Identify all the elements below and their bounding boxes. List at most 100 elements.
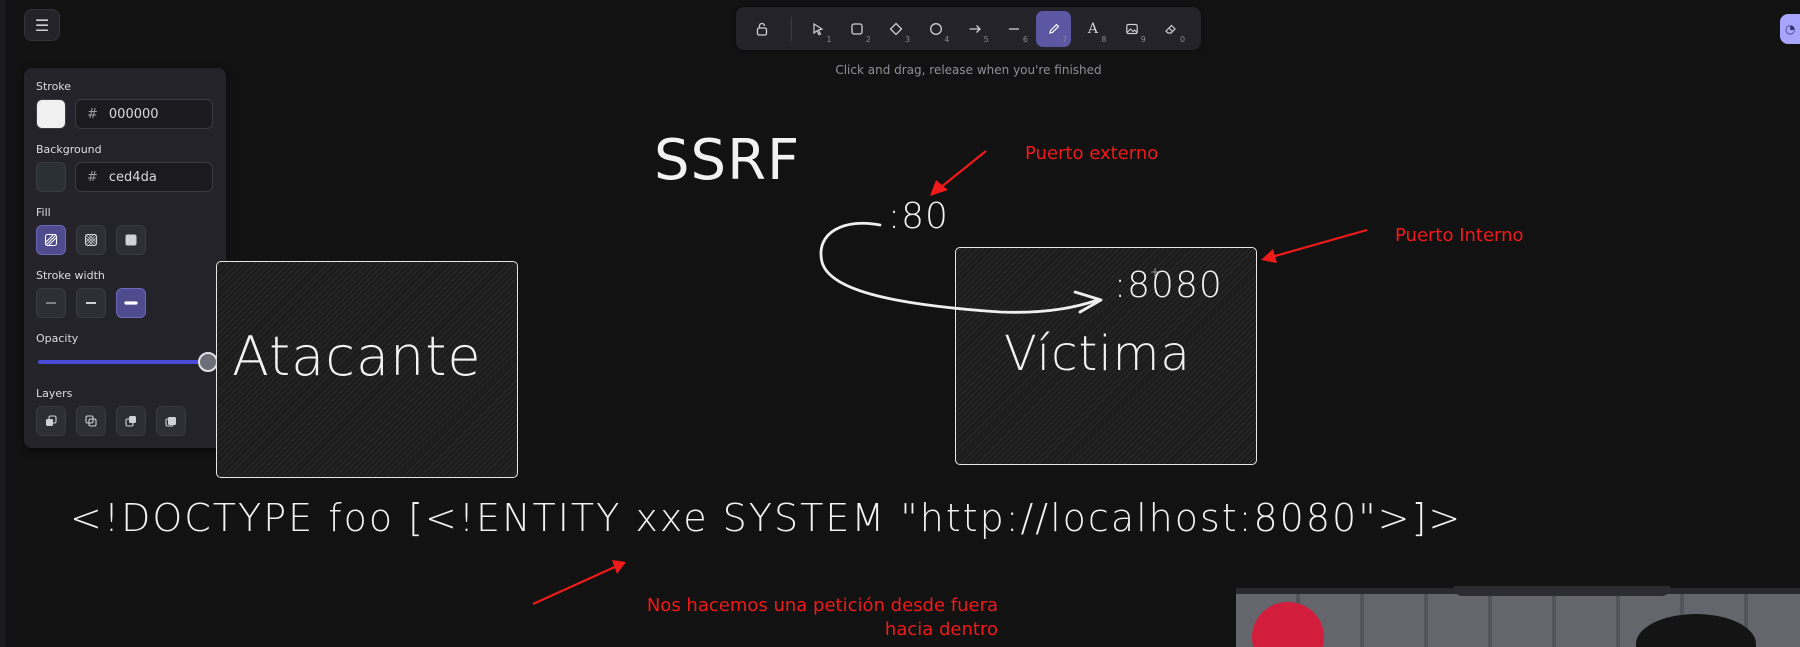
background-label: Background	[36, 143, 102, 156]
stroke-label: Stroke	[36, 80, 72, 93]
lock-icon	[756, 22, 767, 36]
tool-line[interactable]: 6	[997, 11, 1032, 47]
xxe-payload-text[interactable]: <!DOCTYPE foo [<!ENTITY xxe SYSTEM "http…	[70, 496, 1463, 540]
red-arrowhead-external	[930, 180, 948, 196]
background-hex-value: ced4da	[108, 169, 157, 185]
pointer-icon	[813, 22, 824, 35]
tool-ellipse[interactable]: 4	[918, 11, 953, 47]
cursor-marker: +	[1150, 265, 1160, 279]
tool-shortcut: 5	[983, 34, 989, 44]
attacker-box[interactable]	[216, 261, 518, 478]
fill-solid-button[interactable]	[116, 225, 146, 255]
text-icon: A	[1087, 20, 1098, 37]
line-icon	[1009, 27, 1020, 30]
eraser-icon	[1165, 24, 1177, 34]
fill-hachure-button[interactable]	[36, 225, 66, 255]
send-to-back-icon	[46, 415, 57, 426]
cross-hatch-icon	[84, 233, 98, 247]
opacity-label: Opacity	[36, 332, 79, 345]
solid-fill-icon	[125, 234, 137, 246]
send-backward-button[interactable]	[76, 406, 106, 436]
tool-hint: Click and drag, release when you're fini…	[835, 63, 1102, 77]
fill-label: Fill	[36, 206, 51, 219]
hash-symbol: #	[87, 106, 98, 122]
hash-symbol: #	[87, 169, 98, 185]
external-port-label[interactable]: :80	[888, 196, 949, 237]
extra-bold-line-icon	[124, 301, 138, 305]
tool-shortcut: 9	[1140, 34, 1146, 44]
tool-image[interactable]: 9	[1115, 11, 1150, 47]
title-ssrf[interactable]: SSRF	[654, 128, 801, 193]
stroke-color-swatch[interactable]	[36, 99, 66, 129]
stroke-hex-input[interactable]: # 000000	[75, 99, 213, 129]
main-menu-button[interactable]: ☰	[24, 9, 60, 41]
stroke-hex-value: 000000	[108, 106, 159, 122]
thin-line-icon	[46, 302, 56, 304]
bring-forward-icon	[125, 416, 136, 427]
pencil-icon	[1048, 23, 1059, 34]
send-to-back-button[interactable]	[36, 406, 66, 436]
bring-forward-button[interactable]	[116, 406, 146, 436]
red-arrow-internal	[1267, 228, 1368, 260]
stroke-width-thin-button[interactable]	[36, 288, 66, 318]
arrow-icon	[969, 24, 981, 33]
shapes-toolbar: 1 2 3 4 5 6 7 A 8 9 0	[736, 7, 1201, 50]
hachure-icon	[44, 233, 58, 247]
internal-port-note[interactable]: Puerto Interno	[1395, 225, 1524, 246]
hamburger-icon: ☰	[34, 15, 50, 35]
opacity-track	[38, 360, 208, 364]
red-arrowhead-request	[612, 560, 626, 574]
tool-shortcut: 7	[1062, 34, 1068, 44]
ellipse-icon	[929, 22, 942, 35]
user-icon: ◔	[1785, 22, 1796, 36]
stroke-width-bold-button[interactable]	[76, 288, 106, 318]
tool-arrow[interactable]: 5	[957, 11, 992, 47]
curved-freehand-arrow	[819, 221, 1100, 314]
tool-rectangle[interactable]: 2	[840, 11, 875, 47]
bring-to-front-icon	[165, 417, 176, 427]
red-arrow-external	[934, 150, 987, 193]
tool-shortcut: 0	[1179, 34, 1186, 44]
webcam-tab	[1454, 586, 1670, 596]
send-backward-icon	[85, 415, 97, 427]
tool-shortcut: 8	[1101, 34, 1107, 44]
background-hex-input[interactable]: # ced4da	[75, 162, 213, 192]
image-icon	[1126, 23, 1138, 34]
diamond-icon	[890, 22, 903, 35]
tool-selection[interactable]: 1	[800, 11, 835, 47]
background-color-swatch[interactable]	[36, 162, 66, 192]
request-note-line2: hacia dentro	[884, 619, 998, 640]
bold-line-icon	[86, 302, 96, 304]
toolbar-divider	[791, 16, 793, 41]
red-arrowhead-internal	[1261, 249, 1277, 263]
request-note-line1: Nos hacemos una petición desde fuera	[646, 595, 998, 616]
red-arrow-request	[532, 564, 618, 606]
curved-arrow-head	[1073, 290, 1103, 314]
victim-label[interactable]: Víctima	[1004, 326, 1191, 382]
collaborators-button[interactable]: ◔	[1780, 14, 1800, 44]
tool-lock[interactable]	[744, 11, 779, 47]
tool-shortcut: 1	[826, 34, 832, 44]
tool-text[interactable]: A 8	[1075, 11, 1110, 47]
request-note[interactable]: Nos hacemos una petición desde fuera hac…	[618, 594, 998, 642]
rectangle-icon	[851, 22, 863, 35]
external-port-note[interactable]: Puerto externo	[1025, 143, 1159, 164]
stroke-width-label: Stroke width	[36, 269, 105, 282]
stroke-width-extra-bold-button[interactable]	[116, 288, 146, 318]
tool-eraser[interactable]: 0	[1154, 11, 1189, 47]
layers-label: Layers	[36, 387, 73, 400]
fill-cross-hatch-button[interactable]	[76, 225, 106, 255]
bring-to-front-button[interactable]	[156, 406, 186, 436]
attacker-label[interactable]: Atacante	[232, 325, 482, 388]
tool-draw[interactable]: 7	[1035, 10, 1072, 47]
tool-shortcut: 3	[905, 34, 911, 44]
victim-box[interactable]	[955, 247, 1257, 465]
properties-panel: Stroke # 000000 Background # ced4da Fill…	[24, 68, 226, 448]
internal-port-label[interactable]: :8080	[1114, 265, 1223, 306]
tool-shortcut: 4	[944, 34, 950, 44]
tool-shortcut: 6	[1022, 34, 1028, 44]
tool-diamond[interactable]: 3	[879, 11, 914, 47]
tool-shortcut: 2	[865, 34, 871, 44]
webcam-overlay	[1236, 588, 1800, 647]
